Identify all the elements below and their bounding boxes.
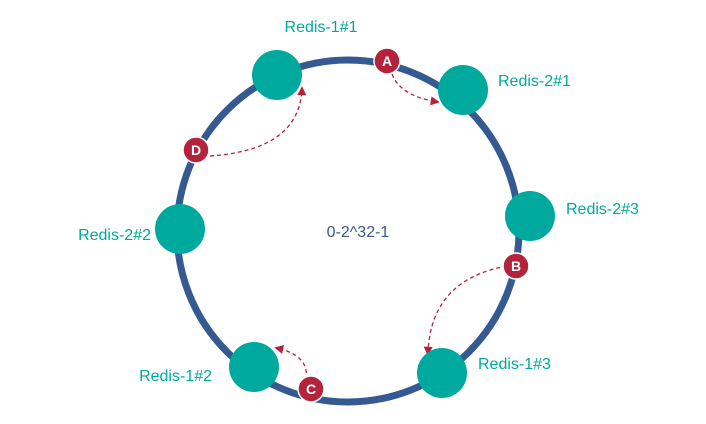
node-circle bbox=[155, 204, 205, 254]
node-label: Redis-2#3 bbox=[566, 201, 639, 218]
key-badge bbox=[502, 252, 530, 280]
node-circle bbox=[438, 65, 488, 115]
key-d: D bbox=[182, 136, 210, 164]
arrow-d-to-redis-1-1 bbox=[209, 86, 307, 157]
key-a: A bbox=[373, 47, 401, 75]
key-letter: A bbox=[382, 53, 392, 69]
arrow-b-to-redis-1-3 bbox=[423, 265, 508, 356]
node-label: Redis-1#2 bbox=[139, 368, 212, 385]
key-letter: D bbox=[191, 142, 201, 158]
ring-range-label: 0-2^32-1 bbox=[327, 224, 390, 241]
node-redis-1-2: Redis-1#2 bbox=[139, 342, 279, 392]
node-redis-2-2: Redis-2#2 bbox=[78, 204, 205, 254]
node-redis-1-1: Redis-1#1 bbox=[252, 19, 358, 100]
key-letter: B bbox=[511, 258, 521, 274]
node-circle bbox=[229, 342, 279, 392]
node-label: Redis-1#3 bbox=[478, 356, 551, 373]
node-label: Redis-1#1 bbox=[285, 19, 358, 36]
node-circle bbox=[252, 50, 302, 100]
node-redis-2-1: Redis-2#1 bbox=[438, 65, 571, 115]
arrow-a-to-redis-2-1 bbox=[391, 73, 440, 106]
key-b: B bbox=[502, 252, 530, 280]
arrow-c-to-redis-1-2 bbox=[274, 345, 308, 381]
node-circle bbox=[505, 191, 555, 241]
key-letter: C bbox=[306, 381, 316, 397]
node-label: Redis-2#2 bbox=[78, 227, 151, 244]
node-label: Redis-2#1 bbox=[498, 73, 571, 90]
key-badge bbox=[297, 375, 325, 403]
key-badge bbox=[373, 47, 401, 75]
key-c: C bbox=[297, 375, 325, 403]
key-badge bbox=[182, 136, 210, 164]
node-redis-2-3: Redis-2#3 bbox=[505, 191, 639, 241]
node-redis-1-3: Redis-1#3 bbox=[417, 348, 551, 398]
node-circle bbox=[417, 348, 467, 398]
